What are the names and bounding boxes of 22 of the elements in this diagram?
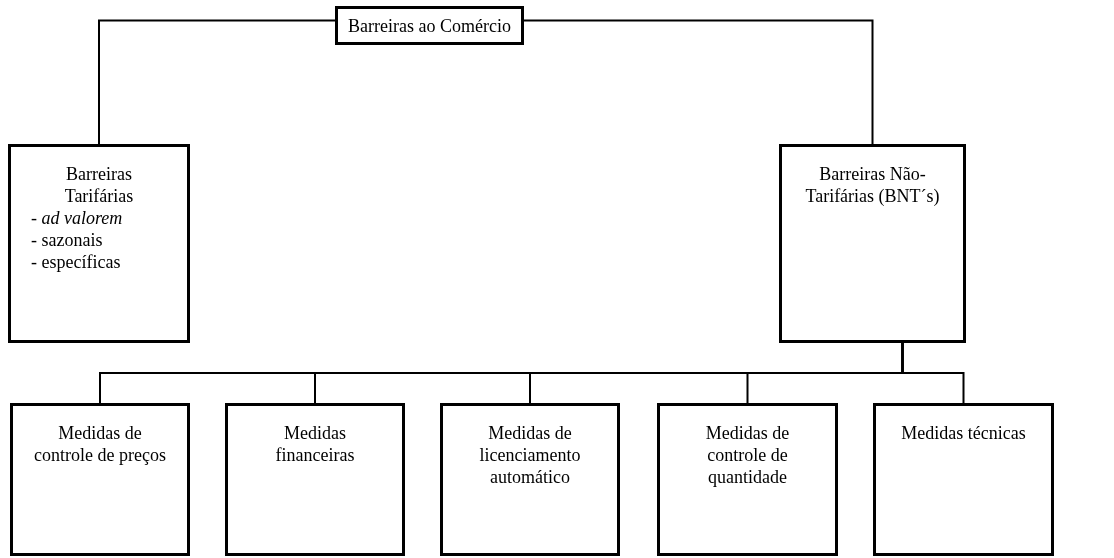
text-box xyxy=(440,403,620,556)
list-item: - específicas xyxy=(31,251,122,273)
text-box xyxy=(225,403,405,556)
text-box xyxy=(8,144,190,343)
box-title: Barreiras Não-Tarifárias (BNT´s) xyxy=(804,163,941,207)
text-box xyxy=(657,403,838,556)
list-item: - ad valorem xyxy=(31,207,124,229)
text-box xyxy=(779,144,966,343)
box-title: Medidas financeiras xyxy=(274,422,356,466)
list-item: - sazonais xyxy=(31,229,104,251)
connector-line xyxy=(523,19,874,145)
text-box xyxy=(335,6,524,45)
box-title: Medidas técnicas xyxy=(901,422,1026,444)
box-title: Medidas de controle de preços xyxy=(33,422,167,466)
text-box xyxy=(873,403,1054,556)
text-box xyxy=(10,403,190,556)
box-title: Medidas de licenciamento automático xyxy=(478,422,582,488)
box-title: Barreiras ao Comércio xyxy=(348,14,511,37)
connector-line xyxy=(98,19,336,145)
connector-line xyxy=(901,342,965,404)
box-title: Barreiras Tarifárias xyxy=(63,163,135,207)
box-title: Medidas de controle de quantidade xyxy=(704,422,791,488)
